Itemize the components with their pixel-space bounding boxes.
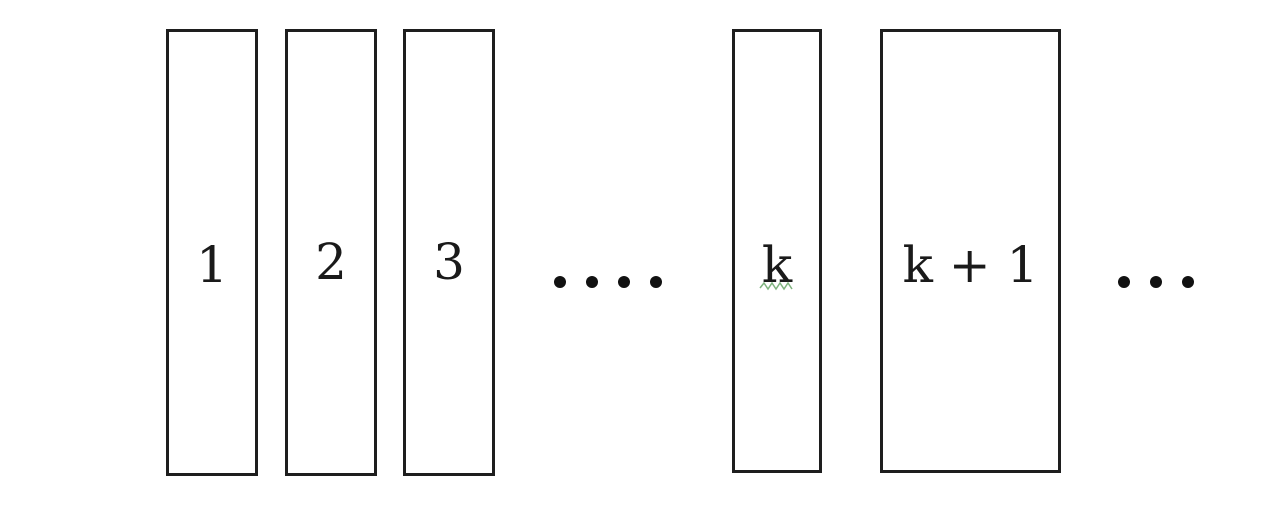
box-3-label: 3 xyxy=(433,233,465,291)
box-2: 2 xyxy=(285,29,377,476)
box-3: 3 xyxy=(403,29,495,476)
ellipsis-middle xyxy=(554,275,662,289)
ellipsis-dot xyxy=(1150,276,1162,288)
box-k-plus-1-label: k + 1 xyxy=(902,236,1039,294)
ellipsis-dot xyxy=(586,276,598,288)
ellipsis-dot xyxy=(618,276,630,288)
ellipsis-dot xyxy=(554,276,566,288)
ellipsis-dot xyxy=(1118,276,1130,288)
spellcheck-squiggle xyxy=(759,281,793,291)
ellipsis-trailing xyxy=(1118,275,1194,289)
box-1: 1 xyxy=(166,29,258,476)
box-1-label: 1 xyxy=(196,236,228,294)
box-2-label: 2 xyxy=(315,233,347,291)
box-k-label: k xyxy=(761,236,793,294)
ellipsis-dot xyxy=(650,276,662,288)
ellipsis-dot xyxy=(1182,276,1194,288)
box-k: k xyxy=(732,29,822,473)
box-k-plus-1: k + 1 xyxy=(880,29,1061,473)
